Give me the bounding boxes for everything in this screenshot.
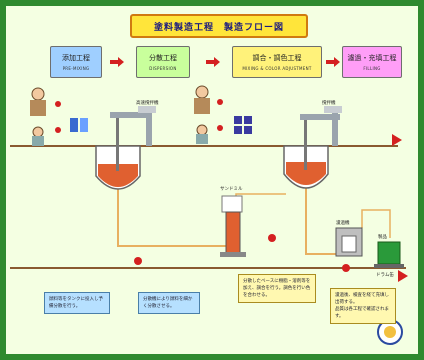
stage-sub-label: MIXING & COLOR ADJUSTMENT <box>242 66 312 71</box>
drum-label: ドラム缶 <box>376 273 394 278</box>
note-mixing: 分散したベースに樹脂・溶剤等を加え、調合を行う。調色を行い色を合わせる。 <box>238 274 316 303</box>
mixer-2-label: 撹拌機 <box>322 101 336 106</box>
pipe-tank1-to-mill <box>117 184 237 247</box>
mixer-1-label: 高速撹拌機 <box>136 101 159 106</box>
valve-icon <box>342 264 350 272</box>
tank-1 <box>95 106 156 190</box>
emblem-icon <box>377 319 403 345</box>
filter-label: 濾過機 <box>336 221 350 226</box>
stage-label: 分散工程 <box>149 54 177 62</box>
note-dispersion: 分散機により顔料を細かく分散させる。 <box>138 292 200 314</box>
product-drum <box>374 241 404 268</box>
filter-unit <box>335 227 363 257</box>
stage-label: 調合・調色工程 <box>252 54 302 62</box>
stage-mixing: 調合・調色工程 MIXING & COLOR ADJUSTMENT <box>232 46 322 78</box>
raw-materials-1 <box>55 101 88 133</box>
stage-sub-label: PRE-MIXING <box>62 66 90 71</box>
tank-2 <box>283 106 342 189</box>
raw-materials-2 <box>217 99 252 134</box>
pipe-mill-to-tank2 <box>235 193 286 206</box>
person-icon <box>30 87 46 146</box>
page-title: 塗料製造工程 製造フロー図 <box>130 14 308 38</box>
stage-sub-label: FILLING <box>363 66 381 71</box>
pipe-filter-to-product <box>361 209 391 238</box>
pipe-tank2-to-filter <box>305 184 336 255</box>
arrow-right-icon <box>206 57 220 67</box>
mill-label: サンドミル <box>220 187 243 192</box>
note-filling-extra: 品質は各工程で確認されます。 <box>335 307 389 319</box>
sand-mill <box>220 195 246 257</box>
stage-label: 濾過・充填工程 <box>347 54 397 62</box>
valve-icon <box>134 257 142 265</box>
arrow-right-icon <box>110 57 124 67</box>
level-marker-icon <box>398 270 408 282</box>
product-label: 製品 <box>378 235 387 240</box>
process-flow-drawing <box>10 85 408 345</box>
valve-icon <box>268 234 276 242</box>
note-filling-text: 濾過後、検査を経て充填し出荷する。 <box>335 293 389 305</box>
stage-sub-label: DISPERSION <box>149 66 177 71</box>
stage-dispersion: 分散工程 DISPERSION <box>136 46 190 78</box>
person-icon <box>194 85 210 144</box>
level-marker-icon <box>392 134 402 146</box>
stage-premixing: 添加工程 PRE-MIXING <box>50 46 102 78</box>
note-filling: 濾過後、検査を経て充填し出荷する。 品質は各工程で確認されます。 <box>330 288 396 324</box>
stage-filling: 濾過・充填工程 FILLING <box>342 46 402 78</box>
arrow-right-icon <box>326 57 340 67</box>
note-premixing: 顔料等をタンクに投入し予備分散を行う。 <box>44 292 110 314</box>
diagram-canvas: 塗料製造工程 製造フロー図 添加工程 PRE-MIXING 分散工程 DISPE… <box>6 6 418 354</box>
stage-label: 添加工程 <box>62 54 90 62</box>
